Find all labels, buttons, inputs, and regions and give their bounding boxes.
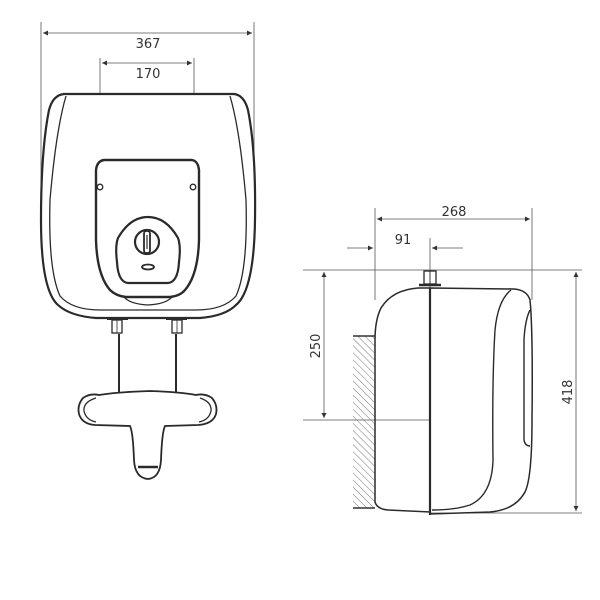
panel-bottom-bump <box>123 296 173 306</box>
mount-hole-right <box>189 183 197 191</box>
side-view: 268 91 250 418 <box>303 205 582 515</box>
front-panel <box>94 158 201 299</box>
tank-body-front <box>39 92 257 320</box>
dimension-label-depth: 268 <box>442 205 467 220</box>
side-body-front <box>429 287 533 515</box>
side-front-contour <box>431 289 512 511</box>
pipe-connector-left <box>107 318 128 334</box>
indicator-light <box>141 263 155 271</box>
dimension-label-mount-height: 250 <box>309 334 324 359</box>
wall-hatching <box>353 336 375 508</box>
side-control-panel <box>523 309 531 447</box>
front-view: 367 170 <box>39 22 257 480</box>
tank-body-inner-contour <box>49 95 247 311</box>
control-recess <box>115 215 181 285</box>
dimension-label-offset: 91 <box>395 233 412 248</box>
tap-handle-right-contour <box>198 397 212 423</box>
thermostat-knob[interactable] <box>133 228 161 256</box>
side-body-rear <box>374 287 431 513</box>
tap-handle-left-contour <box>83 397 97 423</box>
side-pipe-connector <box>419 270 441 287</box>
dimension-label-height: 418 <box>561 380 576 405</box>
dimension-label-bracket: 170 <box>136 67 161 82</box>
mixer-tap[interactable] <box>77 390 218 480</box>
mount-hole-left <box>96 183 104 191</box>
pipe-connector-right <box>166 318 187 334</box>
dimension-label-width: 367 <box>136 37 161 52</box>
